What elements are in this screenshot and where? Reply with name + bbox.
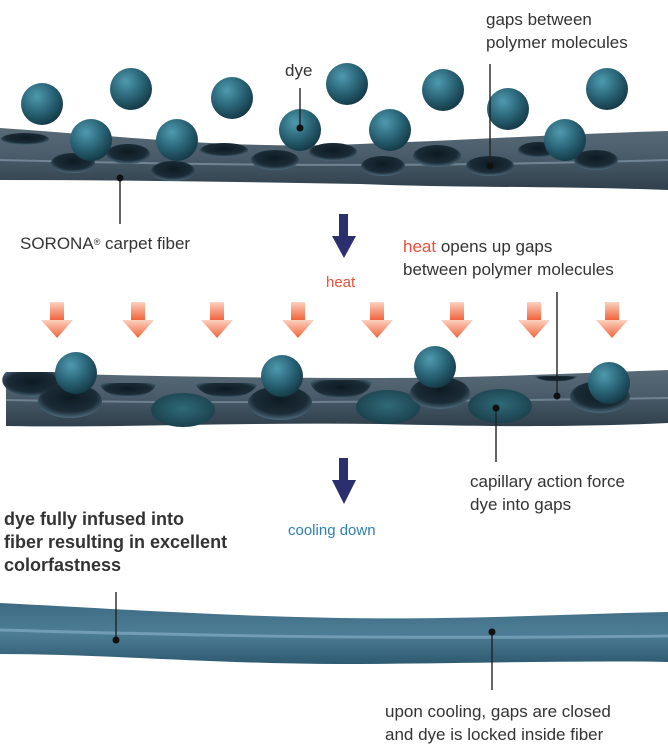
label-heat-opens-rest: opens up gaps (436, 237, 553, 256)
label-gaps-top-2: polymer molecules (486, 33, 628, 52)
fiber-bottom (0, 603, 668, 664)
label-sorona-brand: SORONA (20, 234, 94, 253)
fiber-top-gaps (1, 133, 618, 181)
label-upon-cooling-2: and dye is locked inside fiber (385, 725, 604, 744)
label-cooling-down: cooling down (288, 522, 376, 539)
label-gaps-top-1: gaps between (486, 10, 592, 29)
process-arrow-heat (332, 214, 356, 258)
label-capillary-1: capillary action force (470, 472, 625, 491)
process-arrow-cooling (332, 458, 356, 504)
label-infused-2: fiber resulting in excellent (4, 532, 228, 552)
leader-lines-top (119, 64, 491, 224)
label-sorona-fiber: SORONA® carpet fiber (20, 233, 190, 254)
dye-particles-middle (55, 346, 630, 404)
dye-particles-top (21, 63, 628, 161)
leader-dots-middle (492, 392, 561, 412)
label-dye: dye (285, 61, 313, 80)
label-capillary-2: dye into gaps (470, 495, 572, 514)
leader-dots-bottom (112, 628, 496, 644)
leader-dots-top (116, 124, 494, 182)
label-infused-3: colorfastness (4, 555, 122, 575)
label-heat-word: heat (403, 237, 437, 256)
label-heat-arrow: heat (326, 274, 356, 291)
leader-lines-middle (495, 292, 558, 462)
heat-arrows (41, 302, 628, 338)
leader-lines-bottom (115, 592, 493, 690)
label-heat-opens-1: heat opens up gaps (403, 236, 552, 257)
label-infused-1: dye fully infused into (4, 509, 185, 529)
label-heat-opens-2: between polymer molecules (403, 260, 614, 279)
label-sorona-rest: carpet fiber (100, 234, 191, 253)
label-upon-cooling-1: upon cooling, gaps are closed (385, 702, 611, 721)
label-sorona-registered: ® (93, 237, 101, 247)
